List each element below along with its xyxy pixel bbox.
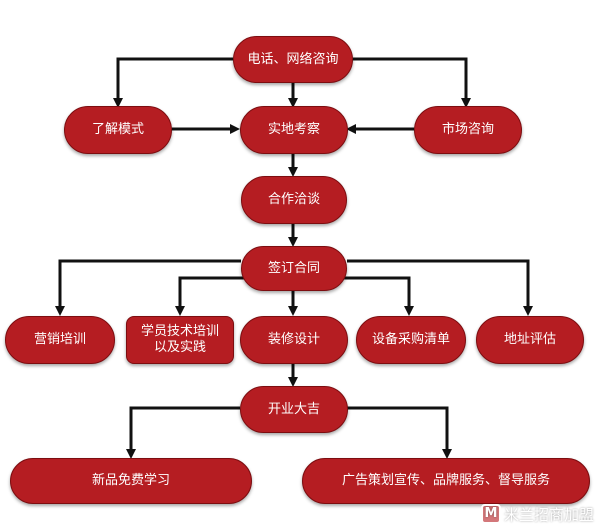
arrow-opening-to-ad-services (346, 406, 452, 459)
watermark-text: 米兰招商加盟 (503, 505, 594, 524)
node-grand-opening: 开业大吉 (240, 386, 348, 433)
node-site-visit: 实地考察 (240, 106, 348, 154)
node-label: 地址评估 (503, 332, 556, 347)
watermark: M 米兰招商加盟 (480, 503, 594, 525)
node-label: 开业大吉 (267, 401, 320, 417)
node-label: 广告策划宣传、品牌服务、督导服务 (341, 473, 550, 488)
arrow-contract-to-tech (175, 276, 249, 316)
node-label: 签订合同 (267, 260, 320, 276)
arrow-consult-to-understand (113, 57, 233, 108)
node-label: 学员技术培训以及实践 (140, 324, 219, 355)
node-label: 合作洽谈 (267, 192, 320, 207)
node-label: 电话、网络咨询 (247, 51, 339, 67)
node-tech-training: 学员技术培训以及实践 (126, 316, 234, 364)
node-marketing-training: 营销培训 (5, 316, 115, 364)
watermark-logo-icon: M (480, 504, 501, 524)
node-site-evaluation: 地址评估 (476, 316, 584, 364)
node-sign-contract: 签订合同 (241, 246, 347, 291)
node-phone-network-consult: 电话、网络咨询 (233, 36, 353, 83)
node-ad-brand-supervision: 广告策划宣传、品牌服务、督导服务 (302, 458, 590, 504)
node-label: 装修设计 (267, 332, 320, 347)
arrow-consult-to-market (353, 57, 471, 108)
arrow-contract-to-site-eval (347, 259, 533, 316)
arrow-contract-to-equipment (337, 276, 414, 316)
node-market-consult: 市场咨询 (414, 106, 522, 154)
node-label: 设备采购清单 (371, 332, 450, 347)
node-label: 了解模式 (91, 122, 144, 137)
node-label: 实地考察 (267, 122, 320, 137)
node-label: 营销培训 (33, 332, 86, 347)
node-cooperation-talk: 合作洽谈 (241, 176, 347, 224)
node-new-product-learning: 新品免费学习 (10, 458, 252, 504)
node-label: 市场咨询 (441, 122, 494, 137)
node-decoration-design: 装修设计 (240, 316, 348, 364)
arrow-opening-to-new-product (126, 406, 240, 459)
arrow-contract-to-marketing (55, 259, 241, 316)
node-label: 新品免费学习 (91, 473, 170, 488)
node-understand-model: 了解模式 (64, 106, 172, 154)
node-equipment-list: 设备采购清单 (356, 316, 466, 364)
